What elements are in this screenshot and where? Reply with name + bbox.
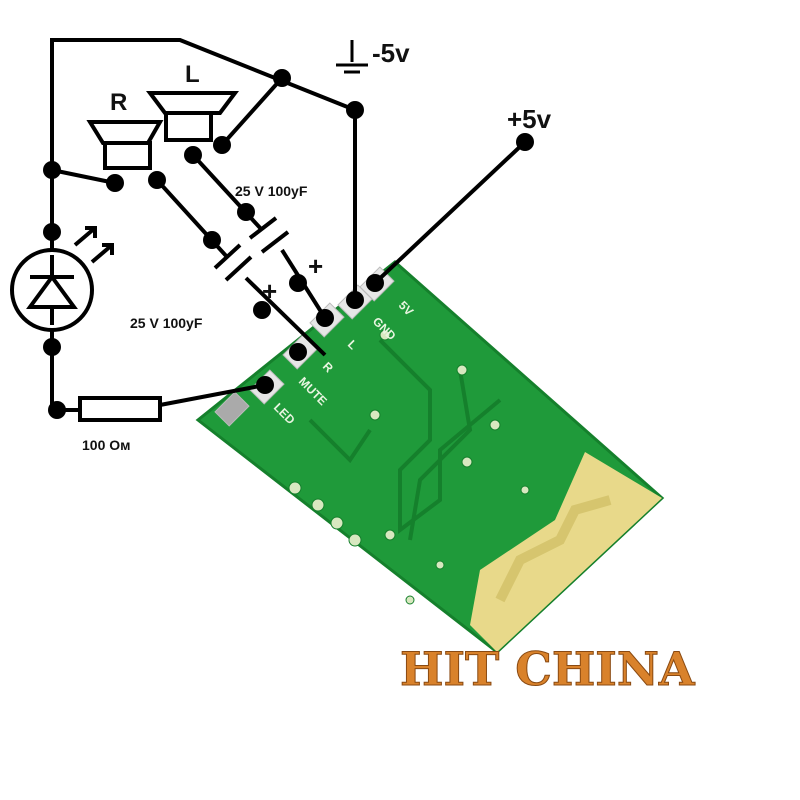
led-icon <box>10 226 114 332</box>
ground-voltage-label: -5v <box>372 38 410 68</box>
watermark: HIT CHINA <box>400 642 696 696</box>
ground-icon <box>336 40 368 74</box>
resistor-icon <box>78 396 162 422</box>
speaker-right-icon <box>86 120 164 170</box>
junction-nodes <box>43 69 534 419</box>
capacitor-top-plus: + <box>308 251 323 281</box>
capacitor-bottom-plus: + <box>262 276 277 306</box>
antenna-area <box>470 452 662 652</box>
capacitor-icon <box>213 216 290 282</box>
speaker-left-icon <box>146 91 239 142</box>
resistor-label: 100 Ом <box>82 437 131 453</box>
capacitor-bottom-label: 25 V 100yF <box>130 315 203 331</box>
speaker-right-label: R <box>110 89 127 116</box>
bluetooth-module-pcb: 5V GND L R MUTE LED <box>195 260 665 654</box>
speaker-left-label: L <box>185 61 200 88</box>
supply-voltage-label: +5v <box>507 104 552 134</box>
capacitor-top-label: 25 V 100yF <box>235 183 308 199</box>
